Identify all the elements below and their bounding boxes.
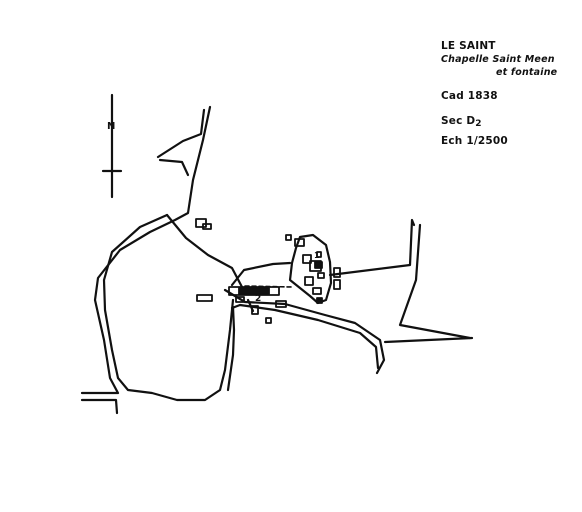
legend-subject-line1: Chapelle Saint Meen bbox=[441, 54, 555, 65]
legend-subject-line2: et fontaine bbox=[496, 67, 558, 78]
legend-cadastre: Cad 1838 bbox=[441, 90, 498, 102]
north-label: N bbox=[107, 121, 116, 132]
legend-scale: Ech 1/2500 bbox=[441, 135, 508, 147]
legend-section-prefix: Sec D bbox=[441, 115, 476, 127]
parcel-north bbox=[165, 213, 244, 289]
road-east-lower bbox=[223, 288, 386, 375]
dashed-path bbox=[244, 285, 293, 288]
road-west bbox=[80, 105, 212, 395]
map-legend: LE SAINT Chapelle Saint Meen et fontaine… bbox=[441, 40, 557, 148]
legend-section-number: 2 bbox=[475, 119, 482, 129]
buildings bbox=[195, 218, 341, 324]
field-east-3 bbox=[383, 336, 474, 344]
map-label-fountain: 1 bbox=[314, 251, 320, 260]
road-west-bottom bbox=[80, 398, 119, 415]
road-east bbox=[230, 261, 292, 287]
legend-place: LE SAINT bbox=[441, 40, 496, 52]
north-arrow-icon bbox=[101, 93, 123, 199]
road-fountain bbox=[226, 305, 236, 392]
road-west-inner bbox=[102, 213, 235, 402]
lane-north-inner bbox=[158, 158, 190, 177]
legend-section: Sec D2 bbox=[441, 115, 557, 131]
lane-north bbox=[156, 108, 206, 159]
road-east-lower-2 bbox=[230, 303, 380, 370]
village-outline bbox=[288, 233, 333, 305]
map-label-chapel: 2 bbox=[255, 294, 261, 304]
field-east-2 bbox=[398, 223, 472, 340]
field-east bbox=[328, 218, 416, 277]
